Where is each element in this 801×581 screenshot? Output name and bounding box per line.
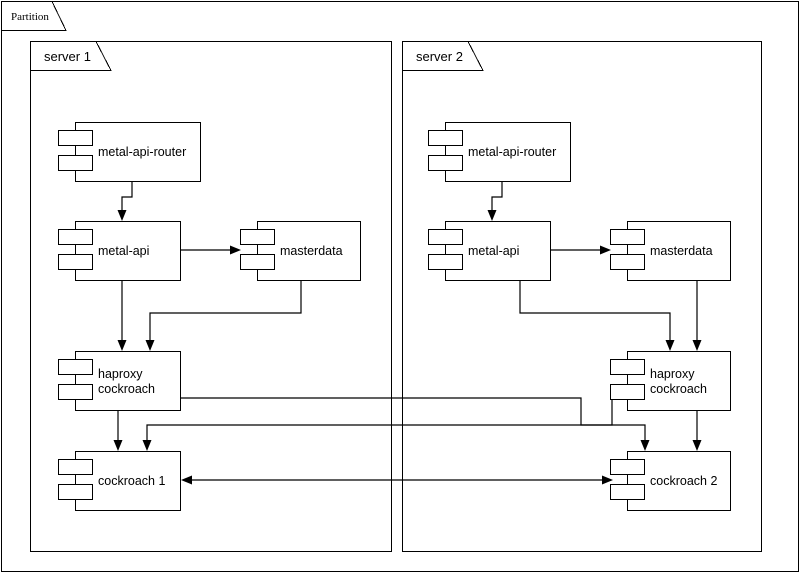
edge-s2-metal-api-to-haproxy <box>519 281 675 351</box>
component-label-line2: cockroach <box>98 382 155 396</box>
edge-s1-masterdata-to-haproxy <box>145 281 302 351</box>
edge-s1-haproxy-to-cockroach-1 <box>113 411 123 451</box>
edge-s2-masterdata-to-haproxy <box>692 281 702 351</box>
edge-s2-haproxy-to-cockroach-1 <box>142 398 613 451</box>
component-label: metal-api <box>468 244 519 258</box>
component-label: metal-api-router <box>468 145 556 159</box>
component-s2-cockroach-2[interactable]: cockroach 2 <box>610 451 731 511</box>
component-label: cockroach 1 <box>98 474 165 488</box>
server-2-label: server 2 <box>416 49 463 64</box>
component-s2-metal-api-router[interactable]: metal-api-router <box>428 122 571 182</box>
edge-cockroach-2-to-cockroach-1 <box>181 475 613 485</box>
component-label: masterdata <box>280 244 343 258</box>
edge-s2-router-to-metal-api <box>487 182 503 221</box>
component-label-line1: haproxy <box>650 367 695 381</box>
component-s1-masterdata[interactable]: masterdata <box>240 221 361 281</box>
edge-s2-metal-api-to-masterdata <box>551 245 611 255</box>
component-s1-metal-api-router[interactable]: metal-api-router <box>58 122 201 182</box>
server-1-label: server 1 <box>44 49 91 64</box>
component-label-line2: cockroach <box>650 382 707 396</box>
edge-s2-haproxy-to-cockroach-2 <box>692 411 702 451</box>
component-label-line1: haproxy <box>98 367 143 381</box>
component-s2-masterdata[interactable]: masterdata <box>610 221 731 281</box>
component-s1-metal-api[interactable]: metal-api <box>58 221 181 281</box>
component-label: cockroach 2 <box>650 474 717 488</box>
partition-label: Partition <box>11 11 49 23</box>
component-s2-haproxy-cockroach[interactable]: haproxy cockroach <box>610 351 731 411</box>
edge-s1-metal-api-to-haproxy <box>117 281 127 351</box>
edge-s1-metal-api-to-masterdata <box>181 245 241 255</box>
edge-s1-router-to-metal-api <box>117 182 133 221</box>
component-label: metal-api-router <box>98 145 186 159</box>
component-label: metal-api <box>98 244 149 258</box>
component-s1-cockroach-1[interactable]: cockroach 1 <box>58 451 181 511</box>
component-label: masterdata <box>650 244 713 258</box>
component-s1-haproxy-cockroach[interactable]: haproxy cockroach <box>58 351 181 411</box>
component-s2-metal-api[interactable]: metal-api <box>428 221 551 281</box>
